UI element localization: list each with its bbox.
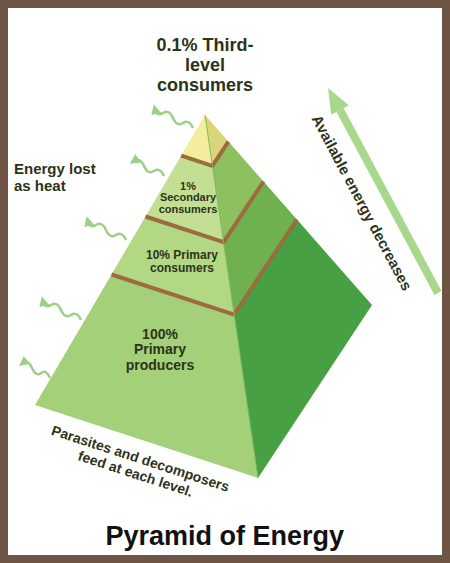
level-text: 100% Primary producers xyxy=(118,327,202,373)
face-edge xyxy=(205,115,258,478)
pyramid-level: 1% Secondary consumers xyxy=(155,181,221,216)
pyramid-level: 100% Primary producers xyxy=(118,327,202,373)
energy-decrease-arrow xyxy=(328,88,438,293)
level-dividers xyxy=(112,142,297,315)
pyramid-level: 0.1% Third-level consumers xyxy=(138,36,273,95)
level-text: 0.1% Third-level consumers xyxy=(138,36,273,95)
level-text: 10% Primary consumers xyxy=(145,249,219,275)
frame xyxy=(4,4,446,559)
pyramid-level: 10% Primary consumers xyxy=(145,249,219,275)
heat-note: Energy lost as heat xyxy=(14,160,114,195)
level-text: 1% Secondary consumers xyxy=(155,181,221,216)
diagram-title: Pyramid of Energy xyxy=(106,521,345,552)
